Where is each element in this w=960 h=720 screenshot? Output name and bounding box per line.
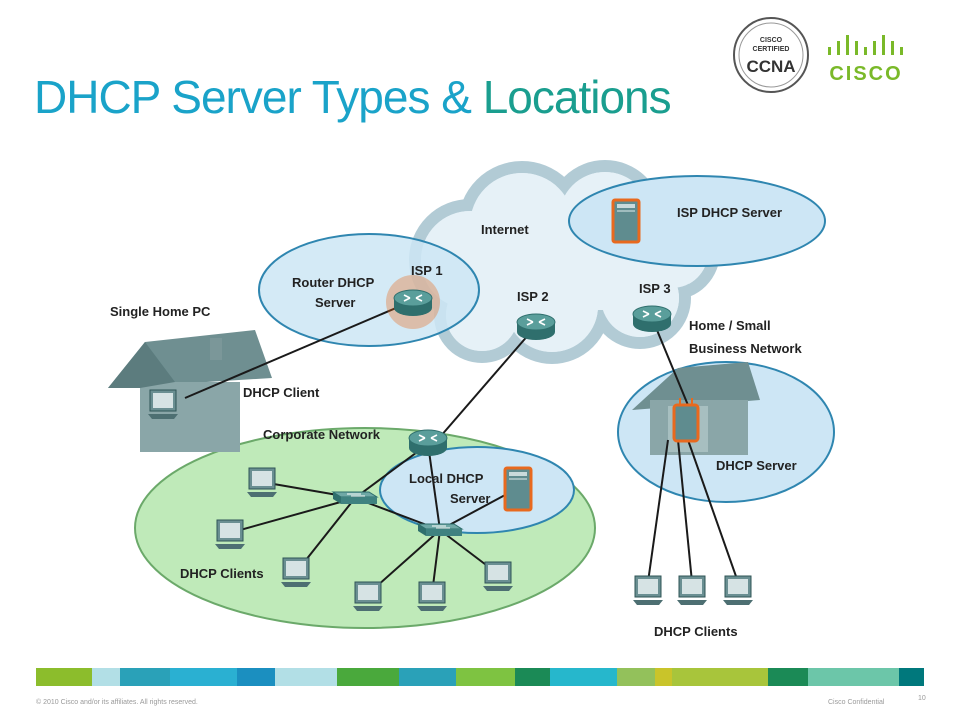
title-part-1: DHCP Server Types &	[34, 71, 483, 123]
dhcp-server-label: DHCP Server	[716, 458, 797, 473]
isp1-router-icon	[386, 275, 440, 329]
home-small-label-1: Home / Small	[689, 318, 771, 333]
isp2-router-icon	[516, 313, 556, 341]
single-home-pc-label: Single Home PC	[110, 304, 211, 319]
local-dhcp-label-1: Local DHCP	[409, 471, 484, 486]
stripe-segment	[808, 668, 900, 686]
title-part-2: Locations	[482, 71, 672, 123]
internet-label: Internet	[481, 222, 529, 237]
stripe-segment	[899, 668, 924, 686]
corp-pc-3-icon	[280, 557, 312, 588]
local-dhcp-server-icon	[503, 466, 533, 512]
home-pc-1-icon	[632, 575, 664, 606]
isp-dhcp-bubble	[568, 175, 826, 267]
stripe-segment	[398, 668, 457, 686]
stripe-segment	[120, 668, 170, 686]
ccna-badge: CISCO CERTIFIED CCNA	[733, 17, 809, 93]
stripe-segment	[616, 668, 656, 686]
home-dhcp-router-icon	[672, 398, 700, 443]
dhcp-clients-right-label: DHCP Clients	[654, 624, 738, 639]
badge-line-2: CERTIFIED	[753, 46, 790, 53]
corporate-network-label: Corporate Network	[263, 427, 381, 442]
dhcp-client-label: DHCP Client	[243, 385, 320, 400]
corp-pc-5-icon	[416, 581, 448, 612]
stripe-segment	[456, 668, 516, 686]
stripe-segment	[655, 668, 673, 686]
local-dhcp-label-2: Server	[450, 491, 490, 506]
home-pc-2-icon	[676, 575, 708, 606]
stripe-segment	[236, 668, 276, 686]
isp1-label: ISP 1	[411, 263, 443, 278]
corporate-router-icon	[408, 429, 448, 457]
corp-pc-4-icon	[352, 581, 384, 612]
corp-pc-2-icon	[214, 519, 246, 550]
local-dhcp-bubble	[379, 446, 575, 534]
badge-line-1: CISCO	[760, 37, 783, 44]
dhcp-clients-left-label: DHCP Clients	[180, 566, 264, 581]
cisco-logo-text: CISCO	[829, 63, 902, 85]
home-small-label-2: Business Network	[689, 341, 802, 356]
stripe-segment	[169, 668, 237, 686]
corp-pc-1-icon	[246, 467, 278, 498]
stripe-segment	[768, 668, 809, 686]
confidential-text: Cisco Confidential	[828, 699, 885, 706]
switch-2-icon	[417, 523, 463, 537]
corp-pc-6-icon	[482, 561, 514, 592]
home-pc-3-icon	[722, 575, 754, 606]
isp2-label: ISP 2	[517, 289, 549, 304]
router-dhcp-label-2: Server	[315, 295, 355, 310]
isp3-label: ISP 3	[639, 281, 671, 296]
router-dhcp-bubble	[258, 233, 480, 347]
stripe-segment	[91, 668, 121, 686]
home-small-house	[632, 362, 760, 455]
page-number: 10	[918, 695, 926, 702]
stripe-segment	[672, 668, 769, 686]
stripe-segment	[549, 668, 617, 686]
router-dhcp-label-1: Router DHCP	[292, 275, 375, 290]
badge-line-3: CCNA	[746, 57, 795, 76]
isp3-router-icon	[632, 305, 672, 333]
switch-1-icon	[332, 491, 378, 505]
footer-color-stripe	[36, 668, 924, 686]
single-home-pc-icon	[147, 389, 179, 420]
isp-dhcp-server-icon	[611, 198, 641, 244]
stripe-segment	[36, 668, 92, 686]
cisco-logo: CISCO	[828, 35, 903, 85]
stripe-segment	[275, 668, 338, 686]
copyright-text: © 2010 Cisco and/or its affiliates. All …	[36, 699, 198, 706]
stripe-segment	[337, 668, 399, 686]
stripe-segment	[515, 668, 550, 686]
slide-title: DHCP Server Types & Locations	[34, 70, 672, 124]
single-home-house	[108, 330, 272, 452]
isp-dhcp-server-label: ISP DHCP Server	[677, 205, 782, 220]
